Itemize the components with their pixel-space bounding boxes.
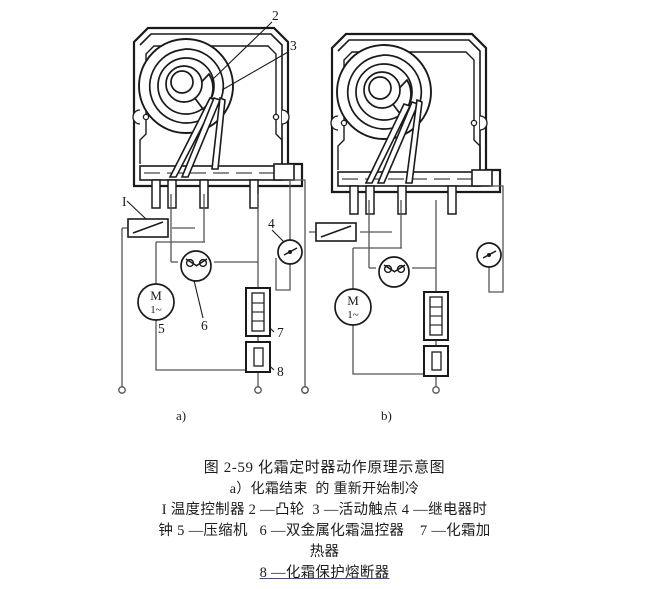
legend-line-4: 8 —化霜保护熔断器 [259,565,390,581]
callout-movable-contact-label: 3 [290,38,297,53]
motor-letter-label: M [150,288,162,303]
component-defrost-fuse [423,345,449,377]
legend-line-1: I 温度控制器 2 —凸轮 3 —活动触点 4 —继电器时 [161,502,488,518]
component-compressor-motor: M 1~ [137,283,175,321]
terminal-point [301,386,309,394]
legend-line-2: 钟 5 —压缩机 6 —双金属化霜温控器 7 —化霜加 [158,523,491,539]
component-relay-timer-clock [476,242,502,268]
caption-title: 化霜定时器动作原理示意图 [258,460,446,476]
callout-fuse-label: 8 [277,364,284,379]
callout-cam-label: 2 [272,8,279,23]
terminal-point [254,386,262,394]
motor-phase-label: 1~ [150,304,162,316]
panel-label-a: a) [176,408,187,423]
component-compressor-motor: M 1~ [334,288,372,326]
terminal-point [118,386,126,394]
component-bimetal-thermostat [180,250,212,282]
caption-title-line: 图 2-59 化霜定时器动作原理示意图 [0,458,649,479]
caption-number: 图 2-59 [203,460,254,476]
component-bimetal-thermostat [378,256,410,288]
panel-a-timer-assembly [131,26,304,209]
component-defrost-fuse [245,341,271,373]
panel-b-timer-assembly [329,32,502,215]
component-defrost-heater [245,287,271,337]
legend-line-3: 热器 [309,544,340,560]
callout-relay-timer-label: 4 [268,216,275,231]
figure-caption: 图 2-59 化霜定时器动作原理示意图 a）化霜结束 的 重新开始制冷 I 温度… [0,458,649,584]
panel-b-wiring [309,185,504,390]
terminal-point [432,386,440,394]
callout-temperature-controller-label: I [122,194,127,209]
panel-b-components: M 1~ [301,222,502,394]
component-temperature-controller [127,218,169,238]
callout-thermostat-label: 6 [201,318,208,333]
component-relay-timer-clock [277,239,303,265]
panel-label-b: b) [381,408,392,423]
callout-heater-label: 7 [277,325,284,340]
defrost-timer-schematic: M 1~ [118,8,504,394]
motor-phase-label: 1~ [347,309,359,321]
panel-a-components: M 1~ [118,218,309,394]
motor-letter-label: M [347,293,359,308]
caption-subtitle: a）化霜结束 的 重新开始制冷 [229,482,420,497]
component-defrost-heater [423,291,449,341]
callout-compressor-label: 5 [158,321,165,336]
component-temperature-controller [315,222,357,242]
